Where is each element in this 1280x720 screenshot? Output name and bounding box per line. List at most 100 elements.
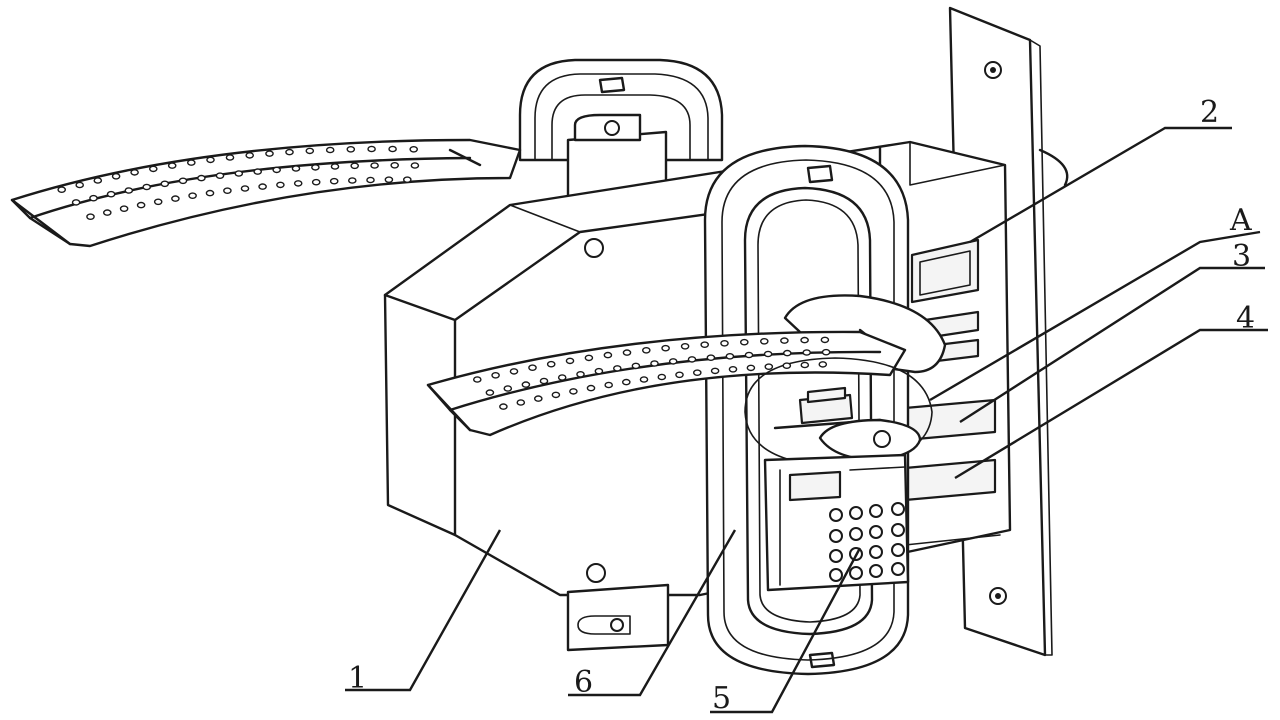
perforation-dot [325, 146, 335, 154]
leader-5 [710, 547, 862, 714]
perforation-dot [86, 213, 95, 220]
perforation-dot [119, 205, 129, 212]
perforation-dot [783, 349, 792, 357]
perforation-dot [245, 152, 254, 159]
perforation-dot [693, 369, 702, 377]
perforation-dot [744, 351, 754, 359]
perforation-dot [136, 201, 146, 209]
perforation-dot [130, 169, 139, 176]
perforation-dot [234, 170, 244, 177]
perforation-dot [661, 344, 670, 352]
perforation-dot [639, 376, 649, 383]
rear-handle [10, 138, 522, 248]
perforation-dot [311, 178, 321, 186]
callout-labels: 1 2 A 3 4 5 6 [348, 95, 1255, 716]
perforation-dot [534, 395, 543, 402]
handle-perforations [57, 145, 831, 410]
perforation-dot [800, 361, 810, 369]
perforation-dot [410, 162, 420, 169]
perforation-dot [305, 147, 315, 155]
callout-3: 3 [1232, 239, 1251, 274]
perforation-dot [205, 189, 215, 197]
leader-6 [568, 529, 737, 697]
perforation-dot [746, 364, 756, 372]
perforation-dot [539, 377, 549, 385]
perforation-dot [171, 195, 180, 202]
perforation-dot [706, 354, 716, 362]
perforation-dot [710, 367, 720, 375]
perforation-dot [631, 362, 641, 370]
leader-3 [959, 266, 1265, 424]
perforation-dot [57, 186, 67, 193]
leader-A [929, 230, 1261, 402]
perforation-dot [821, 348, 831, 356]
perforation-dot [367, 145, 376, 153]
perforation-dot [650, 360, 659, 367]
perforation-dot [402, 176, 412, 183]
perforation-dot [622, 378, 631, 386]
perforation-dot [106, 190, 116, 198]
keypad-buttons [829, 502, 905, 582]
perforation-dot [285, 148, 294, 156]
leader-4 [954, 328, 1268, 480]
perforation-dot [142, 183, 151, 191]
perforation-dot [124, 187, 134, 194]
perforation-dot [330, 163, 340, 170]
perforation-dot [111, 172, 121, 180]
perforation-dot [503, 385, 513, 392]
perforation-dot [103, 209, 112, 216]
perforation-dot [71, 199, 81, 206]
callout-5: 5 [712, 681, 731, 716]
perforation-dot [802, 349, 812, 356]
perforation-dot [370, 162, 379, 169]
perforation-dot [820, 336, 830, 344]
perforation-dot [223, 187, 232, 194]
perforation-dot [311, 164, 320, 171]
perforation-dot [93, 177, 103, 184]
lower-tab [566, 583, 670, 652]
callout-4: 4 [1236, 301, 1255, 336]
perforation-dot [509, 368, 519, 375]
perforation-dot [197, 174, 206, 182]
perforation-dot [668, 358, 678, 365]
keypad-module [763, 453, 910, 592]
perforation-dot [576, 370, 585, 378]
perforation-dot [584, 354, 594, 362]
perforation-dot [687, 356, 697, 363]
perforation-dot [557, 374, 567, 381]
perforation-dot [763, 350, 773, 358]
perforation-dot [153, 198, 163, 206]
perforation-dot [472, 376, 482, 383]
perforation-dot [188, 192, 197, 199]
perforation-dot [276, 181, 285, 189]
perforation-dot [206, 156, 215, 164]
perforation-dot [594, 367, 604, 375]
perforation-dot [160, 180, 170, 188]
perforation-dot [215, 172, 225, 179]
perforation-dot [818, 361, 828, 368]
perforation-dot [346, 145, 356, 153]
perforation-dot [75, 181, 84, 189]
perforation-dot [347, 177, 357, 184]
perforation-dot [720, 339, 729, 347]
perforation-dot [167, 162, 177, 169]
perforation-dot [186, 159, 196, 166]
perforation-dot [148, 165, 158, 173]
leader-2 [969, 126, 1232, 244]
perforation-dot [657, 373, 667, 381]
perforation-dot [586, 384, 596, 392]
perforation-dot [725, 352, 735, 360]
perforation-dot [613, 365, 622, 372]
perforation-dot [390, 161, 400, 169]
perforation-dot [485, 389, 495, 396]
perforation-dot [551, 391, 561, 399]
perforation-dot [782, 362, 792, 370]
perforation-dot [499, 403, 508, 410]
perforation-dot [760, 337, 769, 345]
leader-lines [345, 126, 1268, 714]
perforation-dot [764, 363, 774, 371]
perforation-dot [293, 180, 303, 187]
perforation-dot [491, 371, 500, 379]
perforation-dot [740, 338, 749, 346]
